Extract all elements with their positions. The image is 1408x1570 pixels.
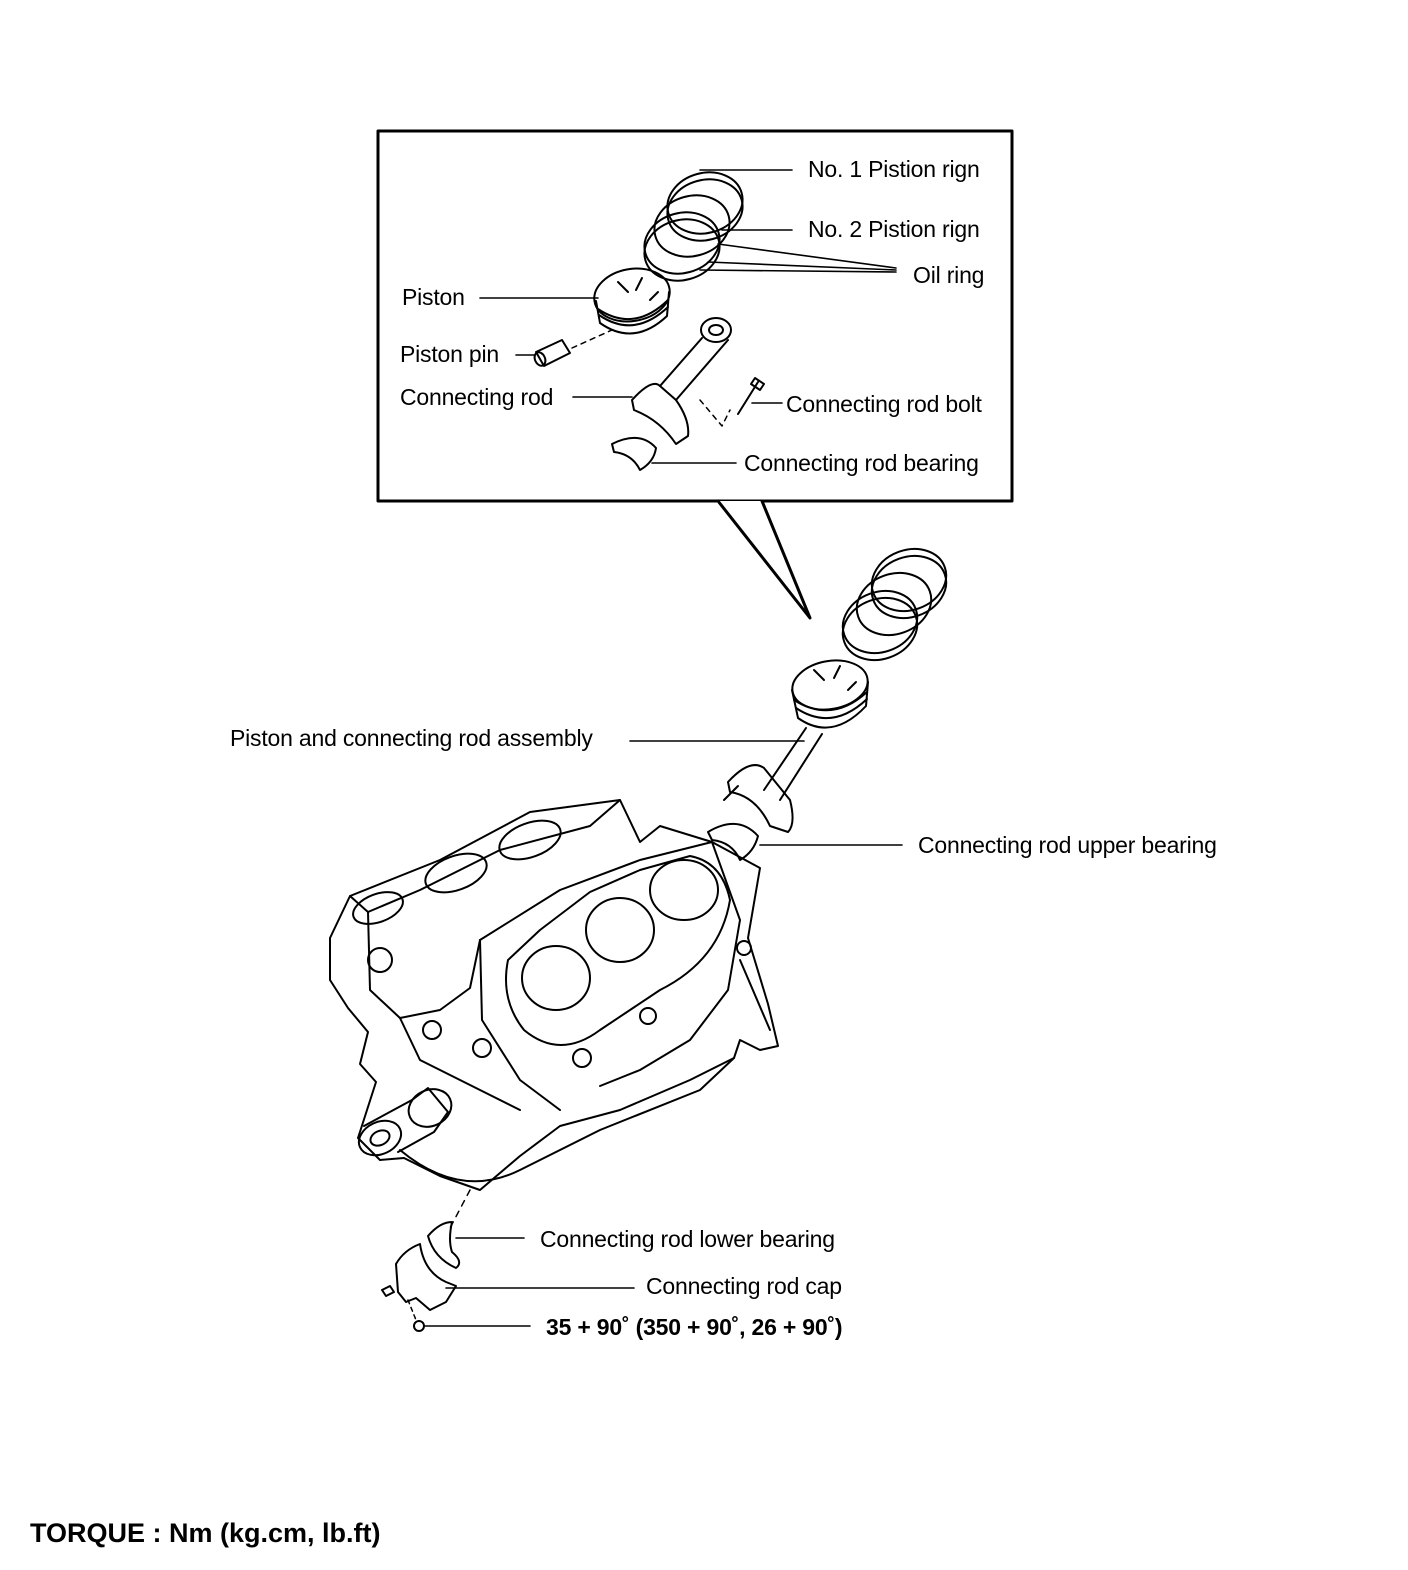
label-connecting-rod-bearing: Connecting rod bearing (744, 450, 979, 476)
detail-rod-bearing (611, 437, 657, 471)
assembly-piston-rings (841, 547, 948, 662)
detail-rod-bolt (737, 377, 765, 415)
torque-unit-note: TORQUE : Nm (kg.cm, lb.ft) (30, 1518, 381, 1548)
label-no1-piston-ring: No. 1 Pistion rign (808, 156, 980, 182)
label-piston-rod-assembly: Piston and connecting rod assembly (230, 725, 593, 751)
detail-piston (593, 267, 671, 335)
detail-piston-rings (643, 171, 744, 282)
label-connecting-rod-bolt: Connecting rod bolt (786, 391, 982, 417)
label-upper-bearing: Connecting rod upper bearing (918, 832, 1217, 858)
label-rod-cap: Connecting rod cap (646, 1273, 842, 1299)
assembly-piston-and-rod (723, 659, 869, 833)
detail-piston-pin (533, 329, 613, 367)
label-no2-piston-ring: No. 2 Pistion rign (808, 216, 980, 242)
assembly-rod-cap (381, 1243, 457, 1332)
assembly-lower-bearing (427, 1189, 471, 1269)
label-piston-pin: Piston pin (400, 341, 500, 367)
label-connecting-rod: Connecting rod (400, 384, 554, 410)
engine-block (329, 799, 779, 1191)
detail-leader-lines (479, 169, 897, 464)
label-oil-ring: Oil ring (913, 262, 985, 288)
assembly-upper-bearing (707, 823, 759, 861)
main-leader-lines (423, 740, 903, 1327)
label-torque-value: 35 + 90˚ (350 + 90˚, 26 + 90˚) (546, 1314, 843, 1340)
label-piston: Piston (402, 284, 465, 310)
label-lower-bearing: Connecting rod lower bearing (540, 1226, 835, 1252)
detail-callout-box (376, 129, 1014, 620)
detail-connecting-rod (631, 317, 732, 445)
